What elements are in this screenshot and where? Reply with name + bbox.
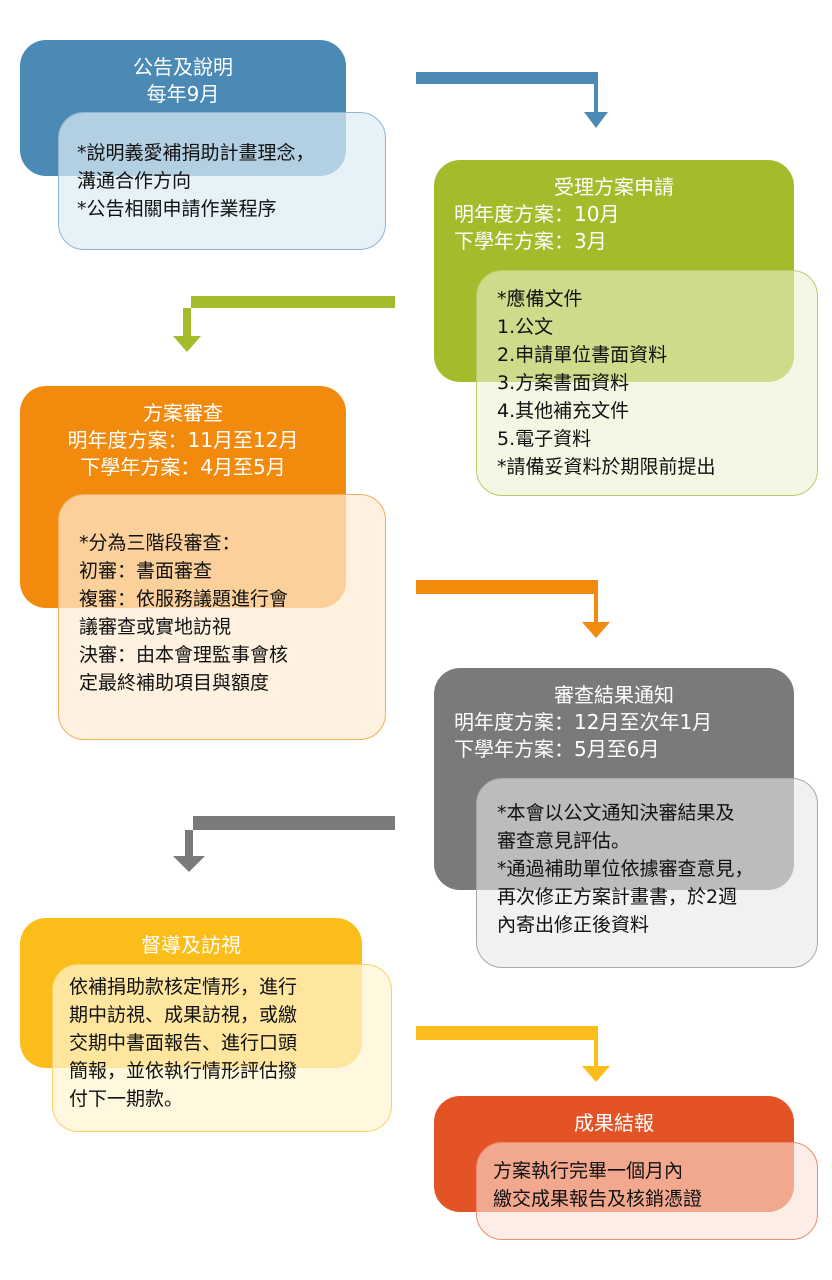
step-2-detail-line: 5.電子資料 — [497, 428, 592, 450]
step-4-title: 審查結果通知 — [554, 683, 674, 707]
arrow-blue — [416, 72, 608, 128]
step-2-detail-line: 4.其他補充文件 — [497, 400, 630, 422]
step-3-line: 明年度方案：11月至12月 — [67, 428, 299, 452]
step-1-detail-line: 溝通合作方向 — [77, 170, 192, 192]
step-2-detail-line: 1.公文 — [497, 316, 554, 338]
step-5-title: 督導及訪視 — [141, 933, 241, 957]
step-5-detail-line: 交期中書面報告、進行口頭 — [69, 1032, 298, 1054]
step-4-line: 下學年方案：5月至6月 — [454, 737, 660, 761]
step-4-details: *本會以公文通知決審結果及 審查意見評估。 *通過補助單位依據審查意見， 再次修… — [476, 778, 818, 968]
step-4-detail-line: *本會以公文通知決審結果及 — [497, 802, 735, 824]
step-3-detail-line: 複審：依服務議題進行會 — [79, 588, 289, 610]
step-2-detail-line: *應備文件 — [497, 288, 583, 310]
step-2-line: 下學年方案：3月 — [454, 229, 607, 253]
step-3-line: 下學年方案：4月至5月 — [80, 455, 286, 479]
step-2-detail-line: *請備妥資料於期限前提出 — [497, 456, 716, 478]
step-3-title: 方案審查 — [143, 401, 223, 425]
arrow-yellow — [416, 1026, 610, 1082]
step-4-line: 明年度方案：12月至次年1月 — [454, 710, 713, 734]
step-2-detail-line: 2.申請單位書面資料 — [497, 344, 668, 366]
step-4-detail-line: *通過補助單位依據審查意見， — [497, 858, 754, 880]
step-3-detail-line: *分為三階段審查： — [79, 532, 241, 554]
step-5-detail-line: 依補捐助款核定情形，進行 — [69, 976, 298, 998]
step-6-detail-line: 繳交成果報告及核銷憑證 — [493, 1188, 703, 1210]
step-2-title: 受理方案申請 — [554, 175, 674, 199]
step-4-detail-line: 審查意見評估。 — [497, 830, 631, 852]
step-2-details: *應備文件 1.公文 2.申請單位書面資料 3.方案書面資料 4.其他補充文件 … — [476, 270, 818, 496]
step-1-detail-line: *說明義愛補捐助計畫理念， — [77, 142, 315, 164]
step-6-title: 成果結報 — [574, 1111, 654, 1135]
step-2-detail-line: 3.方案書面資料 — [497, 372, 630, 394]
step-3-detail-line: 議審查或實地訪視 — [79, 616, 232, 638]
step-3-detail-line: 決審：由本會理監事會核 — [79, 644, 289, 666]
step-4-detail-line: 內寄出修正後資料 — [497, 914, 650, 936]
step-5-detail-line: 簡報，並依執行情形評估撥 — [69, 1060, 298, 1082]
step-1-title: 公告及說明 — [133, 55, 233, 79]
step-4-detail-line: 再次修正方案計畫書，於2週 — [497, 886, 738, 908]
step-5-detail-line: 期中訪視、成果訪視，或繳 — [69, 1004, 298, 1026]
step-3-details: *分為三階段審查： 初審：書面審查 複審：依服務議題進行會 議審查或實地訪視 決… — [58, 494, 386, 740]
step-1-date: 每年9月 — [146, 82, 220, 106]
step-5-details: 依補捐助款核定情形，進行 期中訪視、成果訪視，或繳 交期中書面報告、進行口頭 簡… — [52, 964, 392, 1132]
step-1-details: *說明義愛補捐助計畫理念， 溝通合作方向 *公告相關申請作業程序 — [58, 112, 386, 250]
step-5-detail-line: 付下一期款。 — [69, 1088, 184, 1110]
step-1-detail-line: *公告相關申請作業程序 — [77, 198, 277, 220]
step-3-detail-line: 初審：書面審查 — [79, 560, 213, 582]
step-3-detail-line: 定最終補助項目與額度 — [79, 672, 270, 694]
arrow-green — [173, 296, 395, 352]
arrow-orange — [416, 580, 610, 638]
step-2-line: 明年度方案：10月 — [454, 202, 620, 226]
step-6-details: 方案執行完畢一個月內 繳交成果報告及核銷憑證 — [476, 1142, 818, 1240]
step-6-detail-line: 方案執行完畢一個月內 — [493, 1160, 684, 1182]
arrow-gray — [173, 816, 395, 872]
